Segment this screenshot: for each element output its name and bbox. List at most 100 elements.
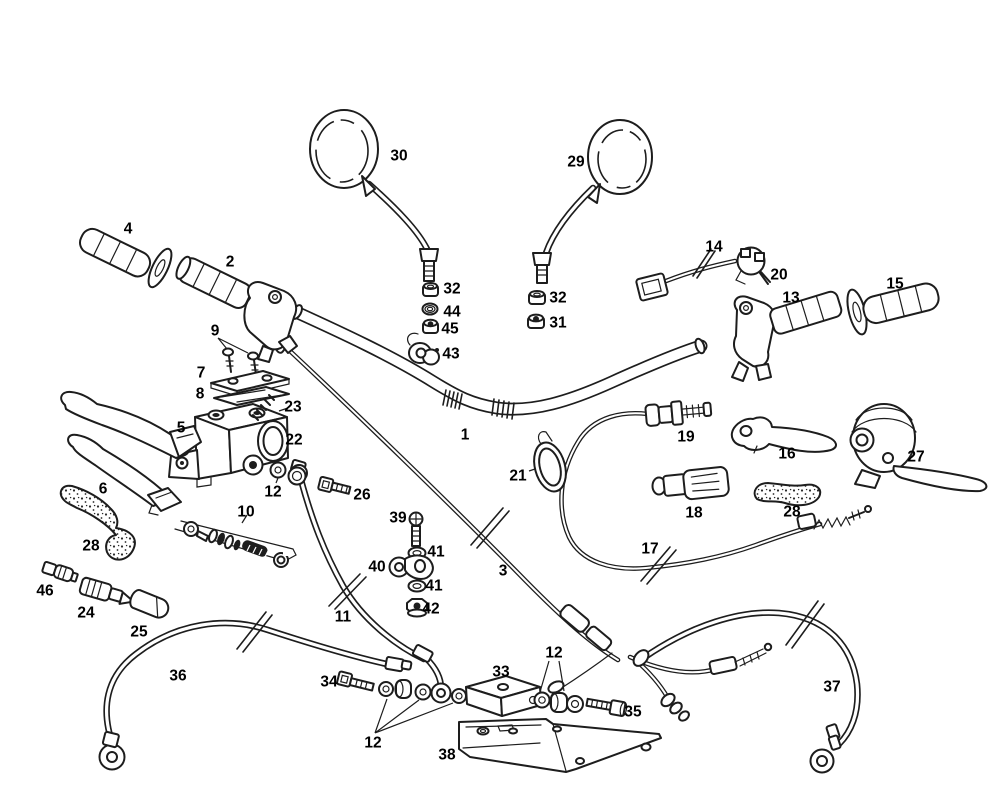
nut-45-drawing <box>422 318 439 334</box>
part-label-41: 41 <box>427 544 445 561</box>
bolt-26-drawing <box>317 475 352 495</box>
break-marks <box>236 248 825 653</box>
rebuild-kit-10-drawing <box>174 514 297 568</box>
part-label-28: 28 <box>82 538 100 555</box>
part-label-13: 13 <box>782 290 800 307</box>
part-label-27: 27 <box>907 449 924 466</box>
rubber-boot-28-left-drawing <box>59 484 136 561</box>
part-label-24: 24 <box>77 605 95 622</box>
bracket-plate-38-drawing <box>458 718 662 773</box>
clamp-40-drawing <box>388 554 434 580</box>
washer-41-lower-drawing <box>407 579 427 593</box>
clamp-43-drawing <box>406 332 440 366</box>
reservoir-cap-7-drawing <box>210 370 290 397</box>
part-label-21: 21 <box>509 468 527 485</box>
part-label-5: 5 <box>177 420 186 437</box>
brake-lever-27-drawing <box>849 403 988 493</box>
part-label-15: 15 <box>886 276 904 293</box>
part-label-46: 46 <box>36 583 54 600</box>
part-label-30: 30 <box>390 148 407 165</box>
cable-guide-21-drawing <box>528 431 567 493</box>
part-label-9: 9 <box>211 323 220 340</box>
part-label-8: 8 <box>196 386 205 403</box>
part-label-34: 34 <box>320 674 338 691</box>
nut-42-drawing <box>406 598 428 618</box>
part-label-45: 45 <box>441 321 459 338</box>
part-label-36: 36 <box>169 668 187 685</box>
part-label-4: 4 <box>124 221 133 238</box>
brake-hose-36-drawing <box>98 623 413 771</box>
bolt-34-drawing <box>336 670 375 692</box>
clutch-lever-16-drawing <box>730 416 837 454</box>
part-label-11: 11 <box>335 609 352 626</box>
grip-right-15-drawing <box>846 282 940 336</box>
part-label-31: 31 <box>549 315 567 332</box>
spring-23-drawing <box>252 394 289 421</box>
knurl-marks <box>442 389 463 410</box>
part-label-16: 16 <box>778 446 796 463</box>
part-label-12: 12 <box>364 735 381 752</box>
handlebar-1-drawing <box>290 304 706 420</box>
part-label-14: 14 <box>705 239 723 256</box>
part-label-22: 22 <box>285 432 302 449</box>
junction-block-33-drawing <box>465 675 542 717</box>
mirror-right-29-drawing <box>532 119 653 284</box>
switch-harness-14-drawing <box>635 246 769 302</box>
part-label-6: 6 <box>99 481 108 498</box>
rubber-boot-28-right-drawing <box>753 482 822 507</box>
master-cylinder-5-drawing <box>60 390 289 488</box>
part-label-29: 29 <box>567 154 585 171</box>
throttle-cable-3-drawing <box>275 338 773 722</box>
part-label-1: 1 <box>461 427 470 444</box>
part-label-35: 35 <box>624 704 642 721</box>
washers-12-upper-drawing <box>269 461 307 486</box>
throttle-housing-13-drawing <box>731 290 843 382</box>
part-label-40: 40 <box>368 559 385 576</box>
part-label-12: 12 <box>264 484 281 501</box>
part-label-37: 37 <box>823 679 840 696</box>
part-label-18: 18 <box>685 505 703 522</box>
clutch-cable-17-drawing <box>562 400 872 569</box>
part-label-20: 20 <box>770 267 787 284</box>
front-brake-hose-37-drawing <box>632 613 858 774</box>
cable-adjuster-19 <box>644 400 713 427</box>
part-label-39: 39 <box>389 510 407 527</box>
part-label-17: 17 <box>641 541 658 558</box>
washers-12-left-group-drawing <box>374 679 467 734</box>
part-label-7: 7 <box>197 365 206 382</box>
lever-6-drawing <box>67 433 182 516</box>
adjuster-18-drawing <box>651 466 730 501</box>
screw-46-drawing <box>41 560 79 583</box>
screw-39-drawing <box>408 511 424 547</box>
part-number-labels: 1234567891011121212131415161718192021222… <box>36 148 924 764</box>
part-label-19: 19 <box>677 429 695 446</box>
throttle-grip-2-drawing <box>175 255 298 363</box>
part-label-44: 44 <box>443 304 461 321</box>
part-label-43: 43 <box>442 346 460 363</box>
part-label-32: 32 <box>443 281 460 298</box>
part-label-28: 28 <box>783 504 801 521</box>
part-label-42: 42 <box>422 601 439 618</box>
clamp-ring-22-drawing <box>257 420 289 462</box>
washers-12-right-group-drawing <box>533 660 584 713</box>
part-label-25: 25 <box>130 624 148 641</box>
part-label-2: 2 <box>226 254 235 271</box>
washer-44-drawing <box>421 302 439 316</box>
cap-gasket-8-drawing <box>213 386 290 406</box>
nut-31-drawing <box>527 313 545 329</box>
part-label-33: 33 <box>492 664 510 681</box>
part-label-41: 41 <box>425 578 443 595</box>
grip-left-4-drawing <box>79 227 173 289</box>
mirror-nut-32-left-drawing <box>422 282 439 297</box>
part-label-38: 38 <box>438 747 456 764</box>
mirror-left-30-drawing <box>309 109 439 282</box>
mirror-nut-32-right-drawing <box>528 290 546 305</box>
part-label-32: 32 <box>549 290 566 307</box>
part-label-12: 12 <box>545 645 562 662</box>
part-label-3: 3 <box>499 563 508 580</box>
part-label-23: 23 <box>284 399 302 416</box>
part-label-26: 26 <box>353 487 371 504</box>
bolt-35-drawing <box>585 697 628 717</box>
